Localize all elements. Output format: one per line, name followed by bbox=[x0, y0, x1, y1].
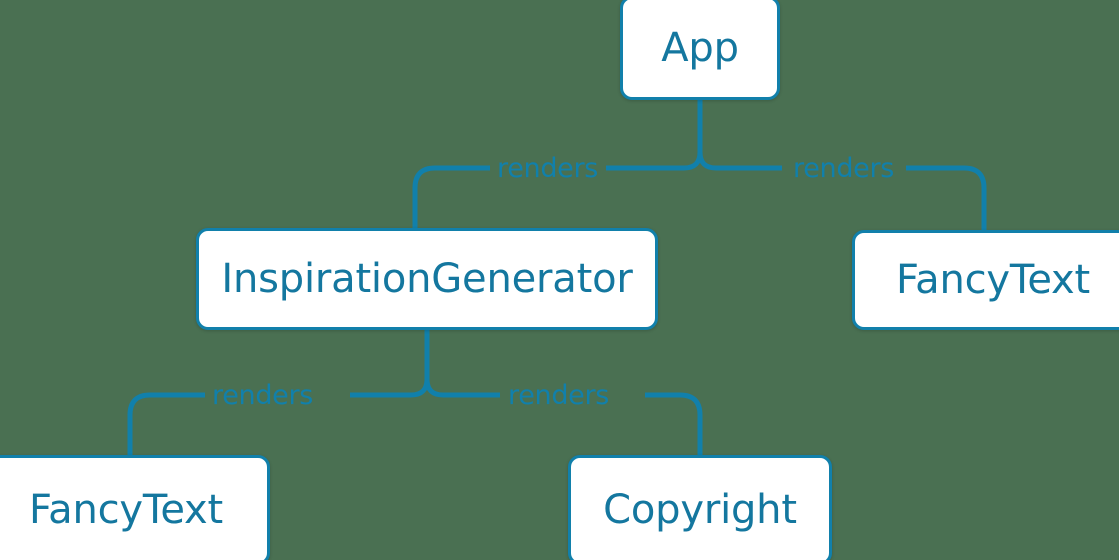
edge-app-stem-right bbox=[697, 100, 717, 171]
node-copyright-label: Copyright bbox=[603, 487, 797, 533]
edge-inspirationgenerator-to-copyright bbox=[443, 392, 703, 457]
node-fancytext-right[interactable]: FancyText bbox=[852, 230, 1119, 330]
node-copyright[interactable]: Copyright bbox=[568, 455, 832, 560]
node-fancytext-right-label: FancyText bbox=[896, 257, 1090, 303]
node-inspirationgenerator[interactable]: InspirationGenerator bbox=[196, 228, 658, 330]
node-fancytext-left[interactable]: FancyText bbox=[0, 455, 270, 560]
edge-app-to-fancytext bbox=[716, 165, 987, 232]
node-app[interactable]: App bbox=[620, 0, 780, 100]
edge-label-app-to-fancytext: renders bbox=[793, 153, 895, 184]
node-app-label: App bbox=[661, 25, 739, 71]
edge-label-inspirationgenerator-to-copyright: renders bbox=[508, 380, 610, 411]
node-fancytext-left-label: FancyText bbox=[29, 487, 223, 533]
edge-inspirationgenerator-stem-right bbox=[424, 330, 444, 398]
node-inspirationgenerator-label: InspirationGenerator bbox=[221, 256, 633, 302]
edge-inspirationgenerator-to-fancytext bbox=[127, 392, 411, 457]
edge-app-to-inspirationgenerator bbox=[412, 165, 684, 230]
edge-label-app-to-inspirationgenerator: renders bbox=[497, 153, 599, 184]
edge-label-inspirationgenerator-to-fancytext: renders bbox=[212, 380, 314, 411]
